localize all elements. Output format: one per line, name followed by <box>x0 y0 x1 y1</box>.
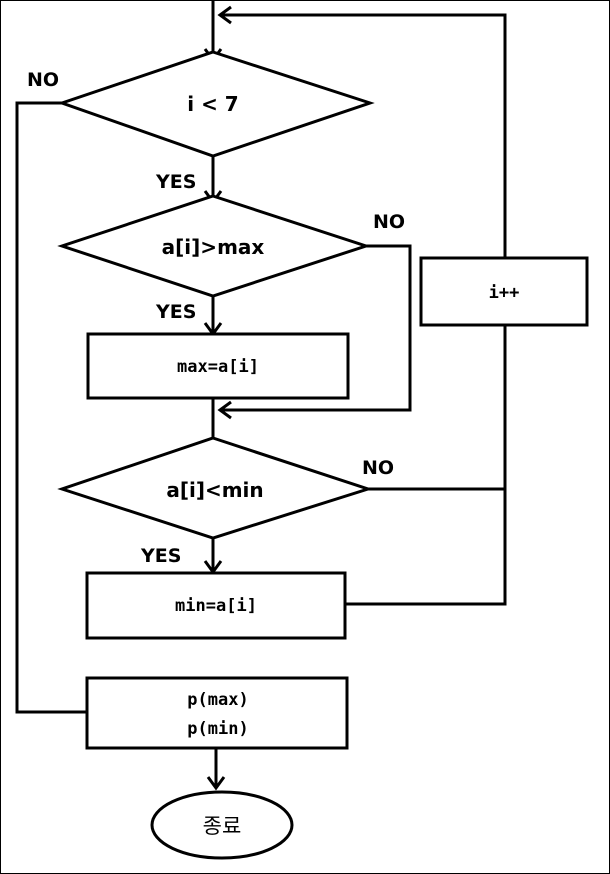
loop-condition-diamond <box>57 50 375 158</box>
increment-box <box>419 256 589 327</box>
loop-condition-label: i < 7 <box>187 92 238 116</box>
max-assign-box <box>86 332 350 400</box>
min-no-label: NO <box>362 457 394 479</box>
max-yes-label: YES <box>155 301 196 323</box>
loop-return-arrow <box>217 5 507 258</box>
min-assign-to-increment-line <box>345 325 507 606</box>
min-condition-label: a[i]<min <box>166 478 263 502</box>
max-condition-label: a[i]>max <box>162 235 265 259</box>
max-assign-label: max=a[i] <box>177 357 259 377</box>
min-yes-label: YES <box>140 545 181 567</box>
increment-label: i++ <box>489 283 520 303</box>
print-min-label: p(min) <box>187 719 248 739</box>
loop-yes-label: YES <box>155 171 196 193</box>
print-max-label: p(max) <box>187 690 248 710</box>
min-assign-label: min=a[i] <box>175 596 257 616</box>
terminator-label: 종료 <box>203 814 242 838</box>
max-no-label: NO <box>373 211 405 233</box>
min-condition-diamond <box>57 436 373 540</box>
print-box <box>85 676 349 750</box>
max-condition-diamond <box>57 194 371 298</box>
terminator-oval <box>150 790 294 860</box>
loop-no-line <box>15 101 87 714</box>
min-assign-box <box>85 571 347 640</box>
loop-no-label: NO <box>27 69 59 91</box>
max-no-arrow <box>217 244 412 420</box>
